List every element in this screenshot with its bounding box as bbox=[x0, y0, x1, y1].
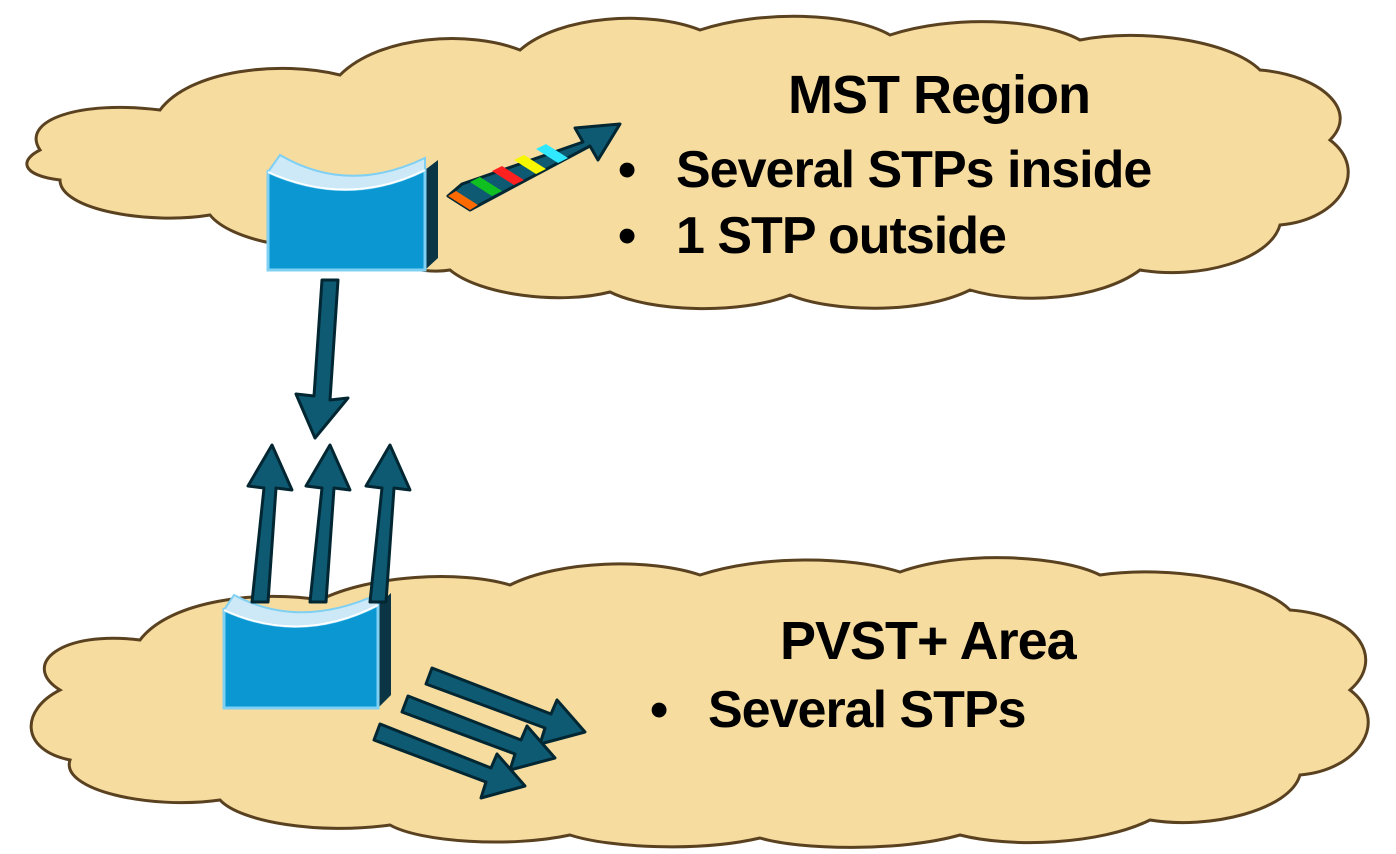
pvst-bullet-1: • Several STPs bbox=[650, 680, 1027, 740]
pvst-right-arrows-icon bbox=[372, 666, 587, 800]
bullet-icon: • bbox=[618, 141, 636, 199]
bottom-switch-icon bbox=[222, 592, 391, 710]
multi-vlan-trunk-arrow-icon bbox=[446, 122, 622, 212]
mst-bullet-2: • 1 STP outside bbox=[618, 206, 1007, 266]
mst-bullet-1: • Several STPs inside bbox=[618, 140, 1152, 200]
top-switch-icon bbox=[266, 153, 438, 272]
single-stp-down-arrow-icon bbox=[294, 278, 350, 440]
mst-bullet-1-text: Several STPs inside bbox=[676, 141, 1152, 199]
mst-region-title: MST Region bbox=[788, 65, 1091, 125]
pvst-up-arrows-icon bbox=[246, 443, 412, 604]
bullet-icon: • bbox=[650, 681, 668, 739]
pvst-area-title: PVST+ Area bbox=[780, 611, 1077, 671]
pvst-bullet-1-text: Several STPs bbox=[708, 681, 1027, 739]
mst-bullet-2-text: 1 STP outside bbox=[676, 207, 1007, 265]
bullet-icon: • bbox=[618, 207, 636, 265]
